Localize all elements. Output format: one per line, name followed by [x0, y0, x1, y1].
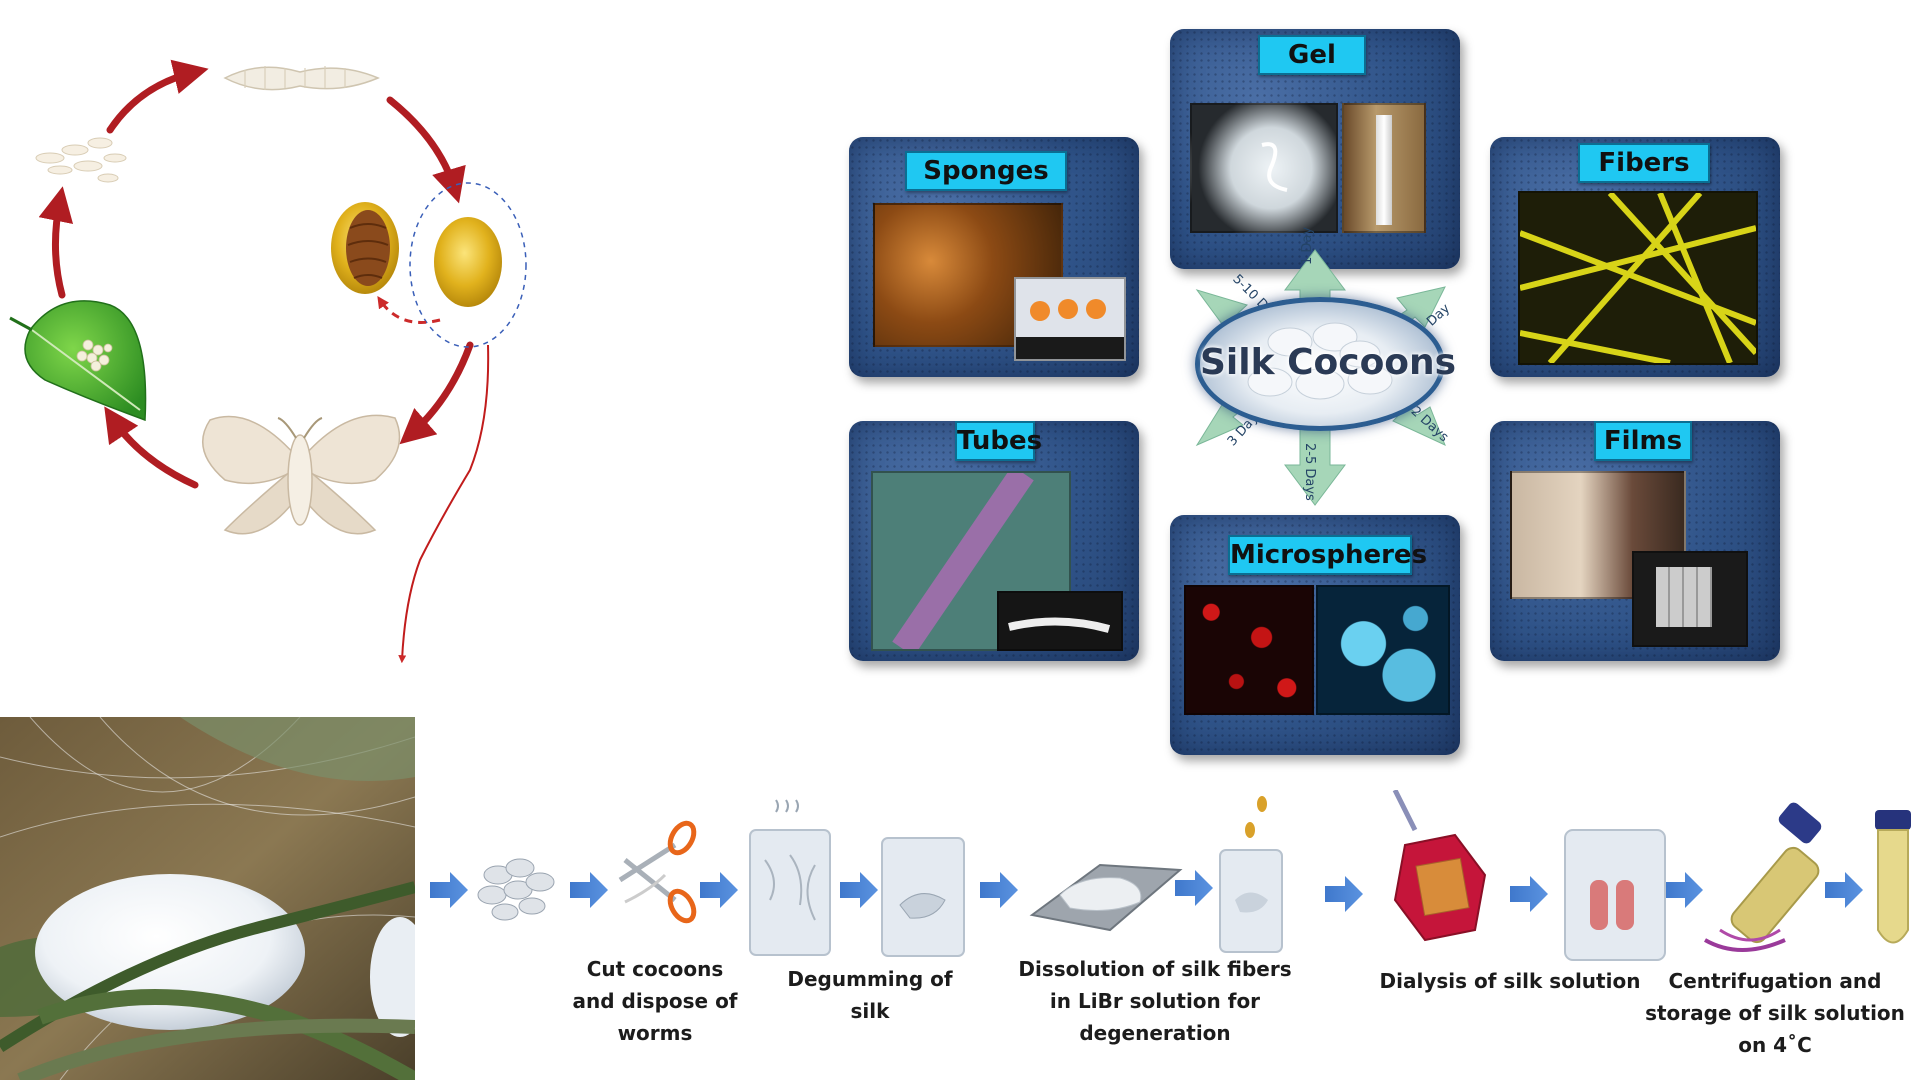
libr-beaker-icon	[1219, 796, 1283, 953]
moth-icon	[202, 414, 401, 535]
tubes-title: Tubes	[955, 421, 1042, 461]
flow-arrow-2	[570, 872, 608, 908]
flow-arrow-7	[1325, 876, 1363, 912]
process-flow-graphics	[430, 790, 1911, 961]
hub-center-label: Silk Cocoons	[1200, 342, 1457, 383]
pupa-icon	[331, 202, 399, 294]
flow-arrow-5	[980, 872, 1018, 908]
flow-arrow-3	[700, 872, 738, 908]
connector-line	[398, 344, 490, 664]
microspheres-photo-red	[1184, 585, 1314, 715]
gel-panel: Gel	[1170, 29, 1460, 269]
egg-cluster-icon	[35, 137, 127, 183]
sponges-photo-samples	[1014, 277, 1126, 361]
films-panel: Films	[1490, 421, 1780, 661]
microspheres-panel: Microspheres	[1170, 515, 1460, 755]
dialysis-beaker-icon	[1564, 829, 1666, 961]
flow-arrow-1	[430, 872, 468, 908]
dashed-return-arrow	[377, 296, 441, 324]
flow-arrow-4	[840, 872, 878, 908]
silk-fiber-tray-icon	[1029, 863, 1183, 932]
degumming-beaker-2-icon	[881, 837, 965, 957]
silk-formats-hub: Gel Sponges Fibers	[845, 25, 1785, 765]
step-label-cut: Cut cocoons and dispose of worms	[572, 957, 738, 1045]
films-photo-film	[1632, 551, 1748, 647]
storage-tube-icon	[1875, 810, 1911, 944]
cocoon-photo	[0, 717, 415, 1080]
fibers-photo	[1518, 191, 1758, 365]
step-label-dissolve: Dissolution of silk fibers in LiBr solut…	[1018, 957, 1292, 1045]
dialysis-cassette-icon	[1392, 790, 1487, 942]
films-title: Films	[1594, 421, 1692, 461]
silkworm-larva-icon	[223, 66, 380, 91]
flow-arrow-8	[1510, 876, 1548, 912]
cocoons-cluster-icon	[477, 858, 555, 921]
tubes-panel: Tubes	[849, 421, 1139, 661]
ray-label-microspheres: 2-5 Days	[1302, 443, 1317, 501]
gel-photo-syringe	[1342, 103, 1426, 233]
mulberry-leaf-icon	[9, 300, 147, 422]
tubes-photo-samples	[997, 591, 1123, 651]
sponges-title: Sponges	[905, 151, 1067, 191]
silk-cocoons-hub: Silk Cocoons	[1195, 297, 1457, 431]
cycle-arrows	[38, 59, 474, 489]
step-label-centrifuge: Centrifugation and storage of silk solut…	[1645, 969, 1905, 1057]
silkworm-life-cycle	[9, 59, 527, 664]
centrifuge-tube-icon	[1704, 802, 1822, 952]
gel-photo-dish	[1190, 103, 1338, 233]
ray-label-gel: 1 Day	[1300, 226, 1315, 265]
flow-arrow-9	[1665, 872, 1703, 908]
step-label-dialysis: Dialysis of silk solution	[1379, 969, 1641, 993]
sponges-panel: Sponges	[849, 137, 1139, 377]
fibers-title: Fibers	[1578, 143, 1710, 183]
cocoon-icon	[409, 182, 527, 348]
fibers-panel: Fibers	[1490, 137, 1780, 377]
gel-title: Gel	[1258, 35, 1366, 75]
degumming-beaker-1-icon	[749, 799, 831, 956]
flow-arrow-6	[1175, 870, 1213, 906]
flow-arrow-10	[1825, 872, 1863, 908]
microspheres-photo-blue	[1316, 585, 1450, 715]
microspheres-title: Microspheres	[1228, 535, 1427, 575]
scissors-icon	[618, 820, 697, 924]
step-label-degum: Degumming of silk	[787, 967, 953, 1023]
flow-arrows	[430, 870, 1863, 912]
